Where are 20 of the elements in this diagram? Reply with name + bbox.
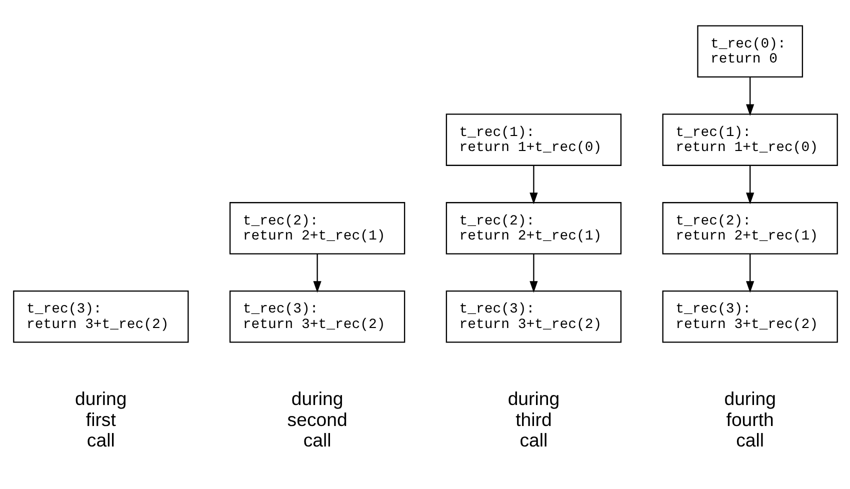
label: during first call [74,388,126,451]
arrow [529,254,538,293]
node-box: t_rec(1): return 1+t_rec(0) [662,114,838,166]
arrow [746,76,754,116]
arrow [746,254,754,293]
label: during fourth call [724,388,776,451]
node-box: t_rec(3): return 3+t_rec(2) [228,290,405,343]
node-box: t_rec(0): return 0 [696,25,803,78]
arrow [746,165,754,204]
node-box: t_rec(2): return 2+t_rec(1) [662,202,838,254]
label: during second call [286,388,347,451]
arrow [312,254,321,293]
node-box: t_rec(1): return 1+t_rec(0) [445,114,622,166]
node-box: t_rec(2): return 2+t_rec(1) [228,202,405,254]
node-box: t_rec(3): return 3+t_rec(2) [445,290,622,343]
node-box: t_rec(3): return 3+t_rec(2) [662,290,838,343]
node-box: t_rec(2): return 2+t_rec(1) [445,202,622,254]
node-box: t_rec(3): return 3+t_rec(2) [12,290,188,343]
arrow [529,165,538,204]
label: during third call [507,388,560,451]
